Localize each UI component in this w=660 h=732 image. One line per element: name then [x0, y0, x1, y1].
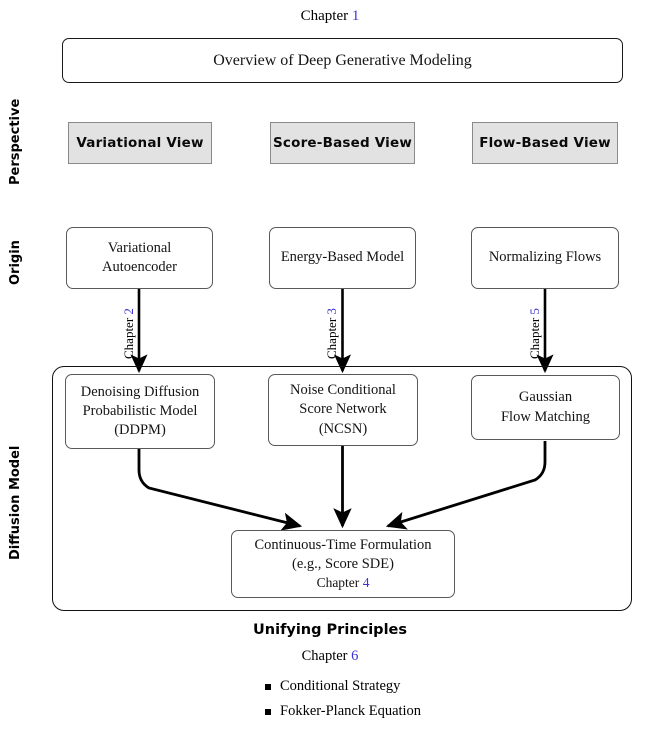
overview-box[interactable]: Overview of Deep Generative Modeling: [62, 38, 623, 83]
origin-box-energy-based-model-line1: Energy-Based Model: [280, 249, 405, 266]
perspective-box-score-based[interactable]: Score-Based View: [270, 122, 415, 164]
edge-label-chapter-5-number: 5: [527, 308, 542, 315]
continuous-time-formulation-chapter-prefix: Chapter: [316, 575, 360, 591]
footer-title-text: Unifying Principles: [253, 622, 407, 638]
edge-label-chapter-3-prefix: Chapter: [324, 317, 339, 359]
origin-box-normalizing-flows[interactable]: Normalizing Flows: [471, 227, 619, 289]
bullet-square-icon: [265, 708, 271, 715]
edge-label-chapter-3: Chapter 3: [324, 308, 340, 359]
footer-chapter-prefix: Chapter: [301, 648, 348, 664]
row-label-diffusion-model: Diffusion Model: [8, 446, 23, 560]
origin-box-variational-autoencoder-line1: Variational: [107, 239, 172, 256]
origin-box-energy-based-model[interactable]: Energy-Based Model: [269, 227, 416, 289]
edge-label-chapter-2: Chapter 2: [121, 308, 137, 359]
continuous-time-formulation-chapter: Chapter 4: [317, 574, 370, 592]
chapter-caption-prefix: Chapter: [300, 8, 349, 24]
edge-label-chapter-5: Chapter 5: [527, 308, 543, 359]
footer-chapter: Chapter 6: [0, 648, 660, 665]
diffusion-box-ddpm[interactable]: Denoising Diffusion Probabilistic Model …: [65, 374, 215, 449]
diffusion-box-ddpm-line3: (DDPM): [114, 422, 166, 439]
edge-label-chapter-2-prefix: Chapter: [121, 317, 136, 359]
footer-title: Unifying Principles: [0, 622, 660, 638]
row-label-origin-text: Origin: [8, 240, 23, 285]
bullet-square-icon: [265, 683, 271, 690]
row-label-origin: Origin: [8, 240, 23, 285]
continuous-time-formulation-line1: Continuous-Time Formulation: [254, 536, 432, 553]
perspective-box-flow-based-label: Flow-Based View: [479, 135, 611, 151]
diffusion-box-ddpm-line2: Probabilistic Model: [82, 402, 198, 419]
edge-label-chapter-3-number: 3: [324, 308, 339, 315]
diffusion-box-ddpm-line1: Denoising Diffusion: [80, 383, 200, 400]
diffusion-box-ncsn-line3: (NCSN): [318, 420, 368, 437]
chapter-caption-number: 1: [351, 8, 360, 24]
row-label-diffusion-model-text: Diffusion Model: [8, 445, 23, 560]
origin-box-variational-autoencoder-line2: Autoencoder: [102, 259, 177, 275]
chapter-caption: Chapter 1: [0, 8, 660, 25]
perspective-box-variational[interactable]: Variational View: [68, 122, 212, 164]
diffusion-box-gaussian-flow-matching-line2: Flow Matching: [500, 408, 590, 425]
footer-bullet-conditional-strategy: Conditional Strategy: [265, 678, 400, 695]
diffusion-box-ncsn-line1: Noise Conditional: [290, 382, 396, 399]
diffusion-box-ncsn-line2: Score Network: [299, 401, 387, 418]
edge-label-chapter-5-prefix: Chapter: [527, 317, 542, 359]
footer-bullet-conditional-strategy-label: Conditional Strategy: [280, 678, 401, 694]
perspective-box-variational-label: Variational View: [76, 135, 204, 151]
continuous-time-formulation-box[interactable]: Continuous-Time Formulation (e.g., Score…: [231, 530, 455, 598]
diffusion-box-gaussian-flow-matching[interactable]: Gaussian Flow Matching: [471, 375, 620, 440]
footer-chapter-number: 6: [351, 648, 359, 664]
arrow-gfm-to-continuous: [385, 441, 547, 530]
diffusion-model-group: [52, 366, 632, 611]
row-label-perspective-text: Perspective: [8, 98, 23, 185]
perspective-box-flow-based[interactable]: Flow-Based View: [472, 122, 618, 164]
origin-box-variational-autoencoder[interactable]: Variational Autoencoder: [66, 227, 213, 289]
continuous-time-formulation-line2: (e.g., Score SDE): [292, 556, 394, 573]
row-label-perspective: Perspective: [8, 99, 23, 185]
footer-bullet-fokker-planck-equation: Fokker-Planck Equation: [265, 703, 421, 720]
arrow-ddpm-to-continuous: [137, 449, 303, 531]
origin-box-normalizing-flows-line1: Normalizing Flows: [488, 249, 602, 266]
perspective-box-score-based-label: Score-Based View: [272, 135, 413, 151]
edge-label-chapter-2-number: 2: [121, 308, 136, 315]
continuous-time-formulation-chapter-number: 4: [362, 575, 370, 591]
diffusion-box-gaussian-flow-matching-line1: Gaussian: [518, 389, 573, 406]
overview-box-label: Overview of Deep Generative Modeling: [213, 51, 472, 69]
footer-bullet-fokker-planck-equation-label: Fokker-Planck Equation: [280, 703, 422, 719]
diffusion-box-ncsn[interactable]: Noise Conditional Score Network (NCSN): [268, 374, 418, 446]
